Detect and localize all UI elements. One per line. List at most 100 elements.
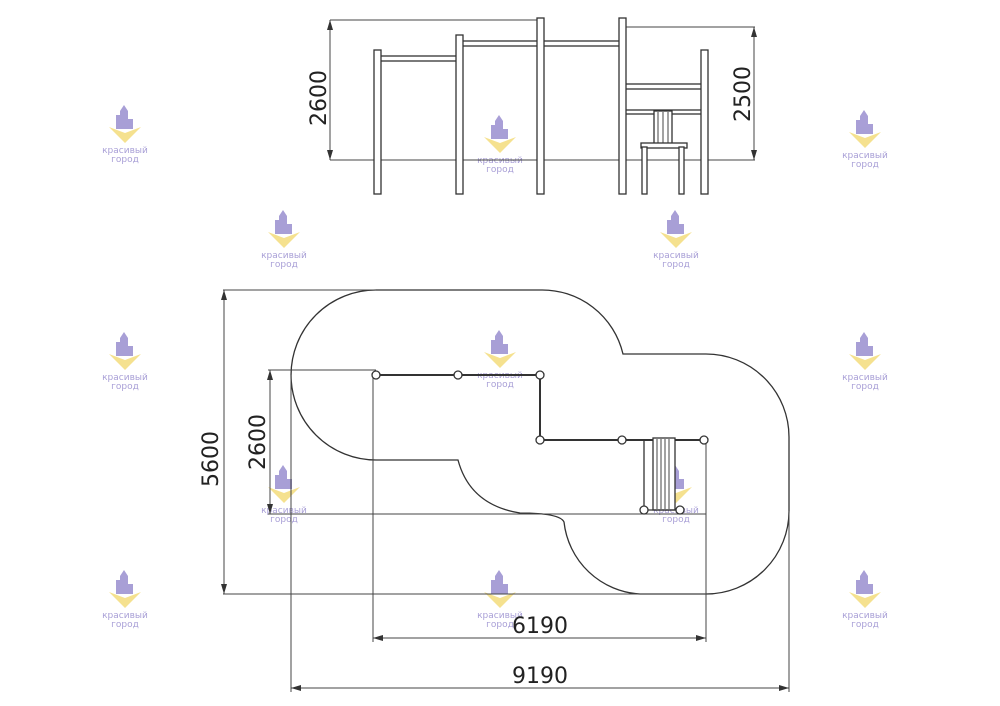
watermark-building-shape (116, 570, 133, 594)
watermark-leaf-shape (849, 132, 881, 148)
post-marker (453, 370, 463, 380)
watermark-text-line1: красивый (102, 373, 148, 383)
watermark-text-line2: город (662, 515, 690, 525)
dim-arrow (327, 20, 333, 30)
watermark-building-shape (491, 115, 508, 139)
post (700, 49, 709, 195)
post-marker (535, 435, 545, 445)
dim-arrow (373, 635, 383, 641)
watermark-building-shape (856, 110, 873, 134)
watermark-leaf-shape (268, 487, 300, 503)
dim-arrow (221, 584, 227, 594)
dim-arrow (696, 635, 706, 641)
watermark-text-line2: город (486, 620, 514, 630)
parallel-bars-top (619, 83, 707, 90)
watermark-text-line1: красивый (261, 506, 307, 516)
watermark-text-line2: город (851, 160, 879, 170)
watermark-leaf-shape (849, 592, 881, 608)
watermark-text-line1: красивый (477, 156, 523, 166)
dim-arrow (221, 290, 227, 300)
post (373, 49, 382, 195)
watermark-building-shape (856, 570, 873, 594)
post-marker (371, 370, 381, 380)
post-marker (617, 435, 627, 445)
equipment-bars-plan (376, 374, 704, 441)
dim-arrow (751, 27, 757, 37)
watermark-leaf-shape (109, 127, 141, 143)
watermark-leaf-shape (109, 592, 141, 608)
plan-inner-height-label: 2600 (246, 414, 271, 470)
watermark-leaf-shape (109, 354, 141, 370)
post (618, 17, 627, 195)
bench-leg (641, 146, 648, 195)
watermark-text-line1: красивый (842, 611, 888, 621)
bench-seat (640, 142, 688, 149)
dim-arrow (267, 504, 273, 514)
watermark-text-line2: город (662, 260, 690, 270)
safety-zone-outline (290, 289, 790, 595)
post-marker (535, 370, 545, 380)
watermark-leaf-shape (484, 137, 516, 153)
watermark-leaf-shape (660, 232, 692, 248)
wall-bars-plan (652, 437, 676, 511)
elevation-view: 2600 2500 (307, 17, 757, 195)
watermark-text-line1: красивый (477, 611, 523, 621)
plan-outer-height-label: 5600 (199, 431, 224, 487)
watermark-text-line2: город (270, 515, 298, 525)
dim-arrow (267, 370, 273, 380)
watermark-text-line1: красивый (102, 146, 148, 156)
bench-leg (678, 146, 685, 195)
watermark-leaf-shape (268, 232, 300, 248)
dim-arrow (327, 150, 333, 160)
dim-arrow (291, 685, 301, 691)
horizontal-bar-low (377, 55, 462, 62)
elevation-left-dimension-label: 2600 (307, 70, 332, 126)
watermark-building-shape (116, 105, 133, 129)
watermark-building-shape (667, 210, 684, 234)
post-marker (699, 435, 709, 445)
dim-arrow (779, 685, 789, 691)
watermark-text-line2: город (486, 165, 514, 175)
watermark-text-line2: город (851, 382, 879, 392)
watermark-text-line2: город (111, 620, 139, 630)
watermark-text-line2: город (111, 155, 139, 165)
post (536, 17, 545, 195)
watermark-text-line1: красивый (102, 611, 148, 621)
elevation-right-dimension-label: 2500 (731, 66, 756, 122)
watermark-text-line1: красивый (842, 151, 888, 161)
watermark-text-line2: город (851, 620, 879, 630)
watermark-text-line1: красивый (653, 251, 699, 261)
post-marker (675, 505, 685, 515)
watermark-text-line2: город (111, 382, 139, 392)
watermark-leaf-shape (484, 592, 516, 608)
watermark-text-line2: город (486, 380, 514, 390)
watermark-text-line1: красивый (842, 373, 888, 383)
watermark-building-shape (491, 570, 508, 594)
plan-outer-width-label: 9190 (512, 664, 568, 689)
post (455, 34, 464, 195)
watermark-leaf-shape (849, 354, 881, 370)
watermark-building-shape (856, 332, 873, 356)
watermark-text-line2: город (270, 260, 298, 270)
watermark-building-shape (275, 210, 292, 234)
watermark-text-line1: красивый (261, 251, 307, 261)
dim-arrow (751, 150, 757, 160)
watermark-building-shape (116, 332, 133, 356)
watermark-building-shape (491, 330, 508, 354)
plan-view: 5600 2600 6190 9190 (199, 289, 790, 692)
watermark-building-shape (275, 465, 292, 489)
